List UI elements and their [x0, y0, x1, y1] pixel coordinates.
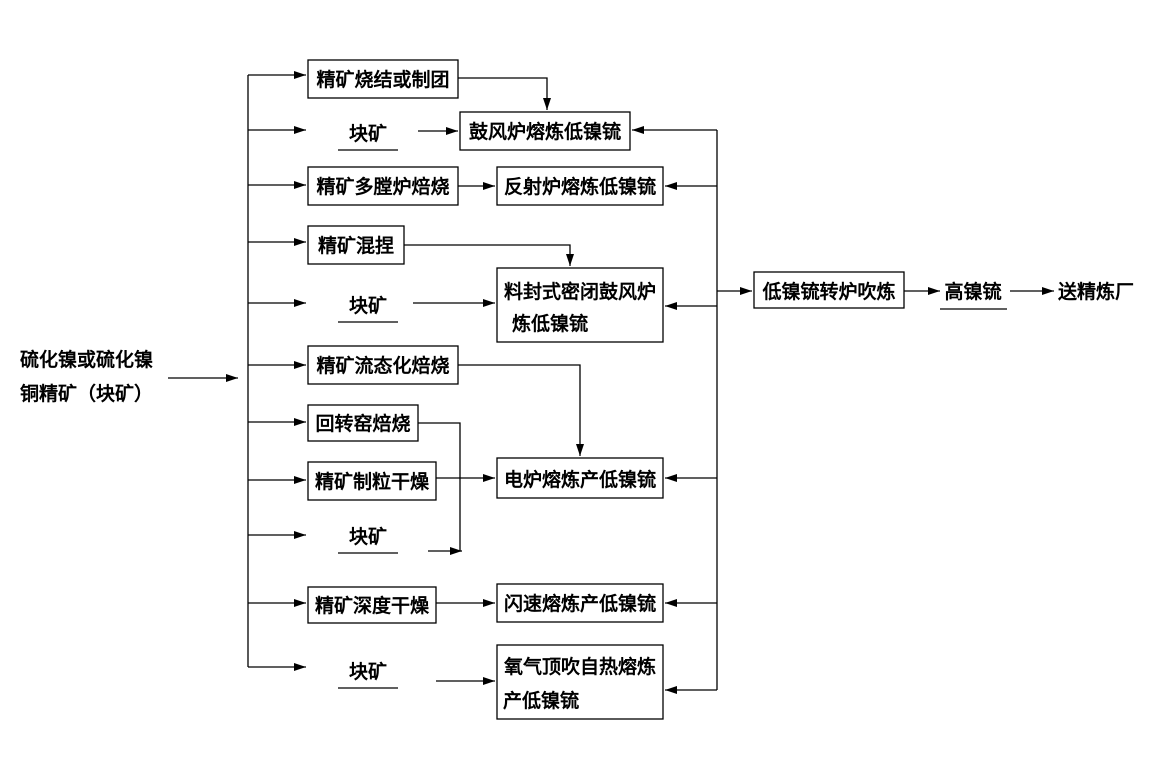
converter-label: 低镍锍转炉吹炼 [761, 280, 895, 303]
converter-box [753, 271, 905, 309]
smelt-label: 氧气顶吹自热熔炼 [504, 655, 656, 678]
prep-label: 块矿 [349, 660, 387, 683]
smelt-box [496, 644, 664, 720]
prep-label: 精矿多膛炉焙烧 [316, 175, 449, 198]
flow-arrow [458, 77, 551, 110]
smelt-label: 反射炉熔炼低镍锍 [504, 175, 656, 198]
smelt-label: 炼低镍锍 [512, 312, 588, 335]
smelt-label: 鼓风炉熔炼低镍锍 [469, 120, 621, 143]
smelt-box [496, 457, 664, 499]
flow-line [418, 422, 461, 552]
product-label: 高镍锍 [944, 280, 1001, 303]
smelt-box [459, 111, 631, 151]
prep-label: 精矿深度干燥 [315, 594, 430, 617]
prep-box [307, 586, 437, 624]
flow-arrow [458, 364, 584, 456]
destination-label: 送精炼厂 [1058, 280, 1134, 303]
prep-label: 块矿 [349, 122, 387, 145]
prep-box [307, 59, 459, 99]
smelt-label: 电炉熔炼产低镍锍 [504, 468, 656, 491]
prep-label: 精矿烧结或制团 [316, 68, 449, 91]
smelt-label: 闪速熔炼产低镍锍 [504, 592, 656, 615]
flow-arrow [404, 244, 574, 266]
prep-box [307, 461, 437, 501]
prep-label: 块矿 [349, 294, 387, 317]
prep-label: 精矿制粒干燥 [315, 470, 430, 493]
smelt-box [496, 583, 664, 623]
source-label: 硫化镍或硫化镍 [20, 348, 153, 371]
prep-label: 精矿混捏 [318, 234, 394, 257]
smelt-label: 产低镍锍 [503, 689, 579, 712]
prep-label: 精矿流态化焙烧 [316, 354, 449, 377]
prep-label: 块矿 [349, 525, 387, 548]
smelt-box [496, 166, 664, 206]
smelt-label: 料封式密闭鼓风炉 [504, 280, 656, 303]
smelt-box [496, 267, 664, 343]
prep-label: 回转窑焙烧 [315, 412, 410, 435]
source-label: 铜精矿（块矿） [20, 382, 153, 405]
